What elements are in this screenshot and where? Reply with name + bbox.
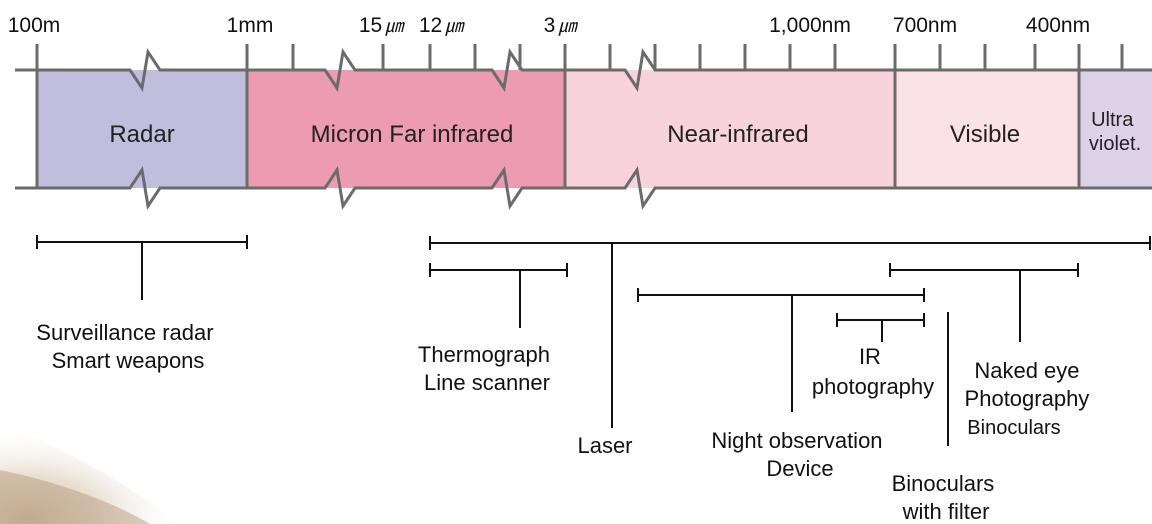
scale-label-100m: 100m: [8, 14, 61, 37]
bottom-axis-line: [15, 166, 1152, 210]
top-axis-line: [15, 48, 1152, 92]
tick-marks: [35, 44, 1124, 70]
app-label-binoculars-filter: Binoculars with filter: [892, 471, 1001, 524]
app-label-naked-eye: Naked eye Photography Binoculars: [965, 358, 1096, 439]
range-bracket-ir-photography: [836, 313, 925, 342]
band-near-infrared: [565, 70, 895, 188]
app-label-night-observation: Night observation Device: [711, 428, 888, 481]
scale-label-1000nm: 1,000nm: [769, 14, 851, 37]
band-label-visible: Visible: [950, 121, 1020, 148]
scale-label-700nm: 700nm: [893, 14, 957, 37]
band-ultraviolet: [1079, 70, 1152, 188]
range-bracket-laser: [429, 236, 1151, 428]
range-bracket-radar: [36, 235, 248, 300]
app-label-radar: Surveillance radar Smart weapons: [36, 320, 219, 373]
range-bracket-naked-eye: [889, 263, 1079, 342]
app-label-ir-photography: IR photography: [812, 344, 934, 399]
band-far-infrared: [247, 70, 565, 188]
scale-label-400nm: 400nm: [1026, 14, 1090, 37]
range-bracket-night-observation: [637, 288, 925, 412]
band-visible: [895, 70, 1079, 188]
band-label-radar: Radar: [109, 121, 174, 148]
band-label-ultraviolet: Ultra violet.: [1089, 109, 1141, 155]
app-label-thermograph: Thermograph Line scanner: [418, 342, 556, 395]
band-label-near-infrared: Near-infrared: [667, 121, 808, 148]
band-label-far-infrared: Micron Far infrared: [311, 121, 514, 148]
range-bracket-thermograph: [429, 263, 568, 328]
scale-label-1mm: 1mm: [227, 14, 274, 37]
background-photo-shadow: [0, 470, 150, 524]
app-label-laser: Laser: [577, 433, 632, 458]
